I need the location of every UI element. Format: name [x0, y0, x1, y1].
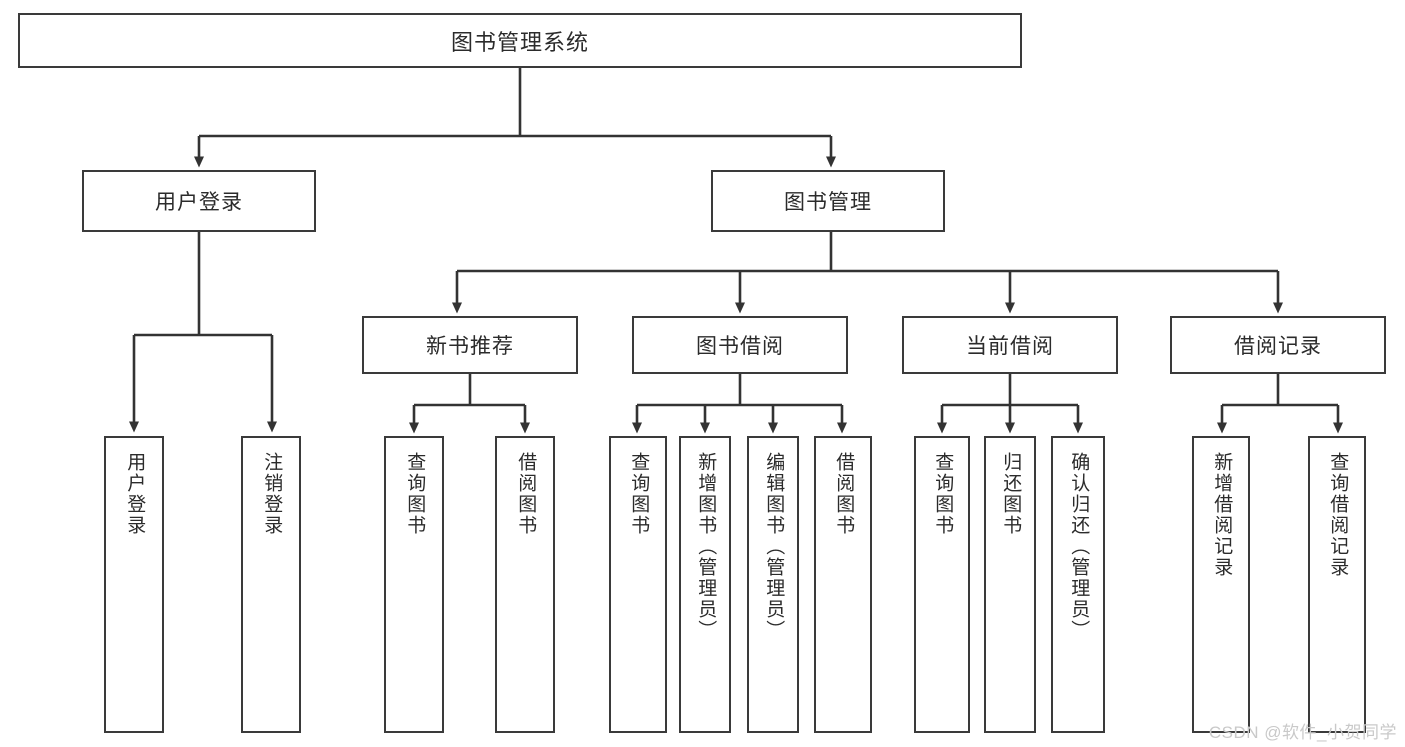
node-label: 借阅记录 [1234, 335, 1322, 358]
node-current-borrow[interactable]: 当前借阅 [902, 316, 1118, 374]
node-label: 当前借阅 [966, 335, 1054, 358]
node-book-management[interactable]: 图书管理 [711, 170, 945, 232]
node-label: 图书借阅 [696, 335, 784, 358]
node-label: 查询图书 [932, 452, 954, 536]
node-label: 编辑图书（管理员） [763, 452, 785, 641]
node-label: 借阅图书 [515, 452, 537, 536]
node-label: 新增借阅记录 [1211, 452, 1233, 578]
watermark: CSDN @软件_小贺同学 [1208, 723, 1397, 742]
node-label: 注销登录 [261, 452, 283, 536]
node-label: 图书管理 [784, 191, 872, 214]
node-label: 查询图书 [404, 452, 426, 536]
leaf-user-login-logout[interactable]: 注销登录 [241, 436, 301, 733]
leaf-borrow-record-add[interactable]: 新增借阅记录 [1192, 436, 1250, 733]
node-label: 借阅图书 [833, 452, 855, 536]
leaf-current-borrow-confirm[interactable]: 确认归还（管理员） [1051, 436, 1105, 733]
node-label: 新书推荐 [426, 335, 514, 358]
node-label: 归还图书 [1000, 452, 1022, 536]
node-label: 用户登录 [155, 191, 243, 214]
leaf-current-borrow-return[interactable]: 归还图书 [984, 436, 1036, 733]
node-root-title[interactable]: 图书管理系统 [18, 13, 1022, 68]
leaf-user-login-login[interactable]: 用户登录 [104, 436, 164, 733]
leaf-book-borrow-query[interactable]: 查询图书 [609, 436, 667, 733]
leaf-book-borrow-borrow[interactable]: 借阅图书 [814, 436, 872, 733]
leaf-new-book-borrow[interactable]: 借阅图书 [495, 436, 555, 733]
leaf-new-book-query[interactable]: 查询图书 [384, 436, 444, 733]
node-new-book-recommend[interactable]: 新书推荐 [362, 316, 578, 374]
node-label: 图书管理系统 [450, 29, 589, 55]
leaf-book-borrow-add[interactable]: 新增图书（管理员） [679, 436, 731, 733]
leaf-current-borrow-query[interactable]: 查询图书 [914, 436, 970, 733]
node-label: 查询借阅记录 [1327, 452, 1349, 578]
node-label: 新增图书（管理员） [695, 452, 717, 641]
node-borrow-record[interactable]: 借阅记录 [1170, 316, 1386, 374]
node-label: 查询图书 [628, 452, 650, 536]
node-label: 确认归还（管理员） [1068, 452, 1090, 641]
node-label: 用户登录 [124, 452, 146, 536]
node-book-borrow[interactable]: 图书借阅 [632, 316, 848, 374]
leaf-borrow-record-query[interactable]: 查询借阅记录 [1308, 436, 1366, 733]
leaf-book-borrow-edit[interactable]: 编辑图书（管理员） [747, 436, 799, 733]
node-user-login[interactable]: 用户登录 [82, 170, 316, 232]
